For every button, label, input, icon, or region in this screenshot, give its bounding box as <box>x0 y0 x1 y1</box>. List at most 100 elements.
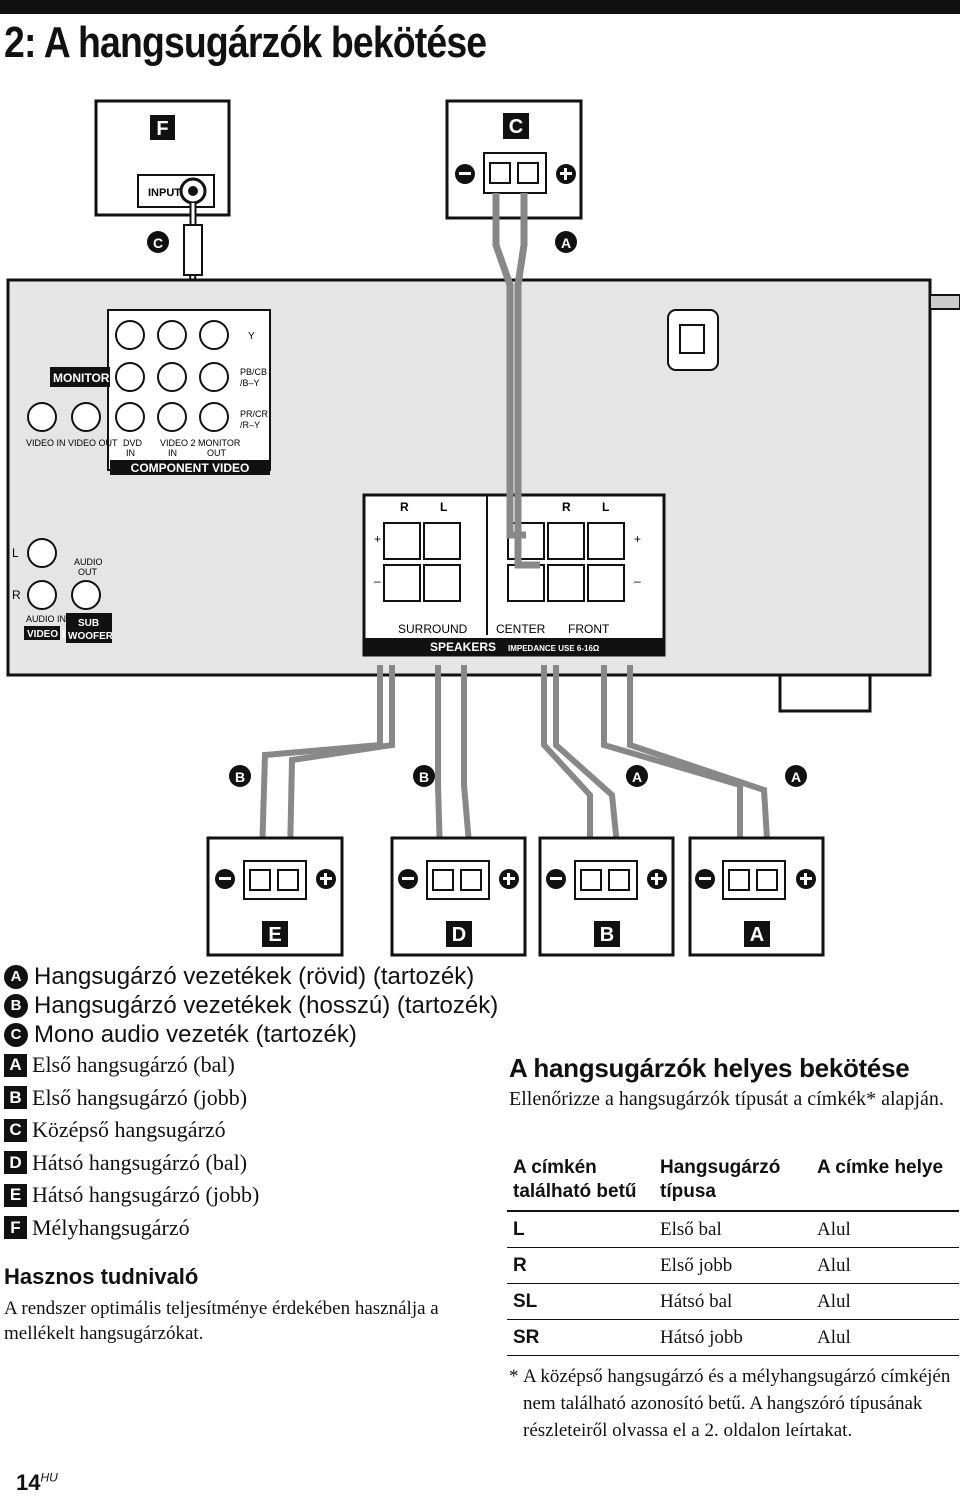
terminal-l-label-2: L <box>602 500 609 514</box>
audio-out-label-2: OUT <box>78 567 98 577</box>
table-row: R Első jobb Alul <box>507 1247 959 1284</box>
cable-labels-row: B B A A <box>229 765 807 787</box>
legend-key: F <box>4 1216 27 1240</box>
minus-label-2: – <box>634 574 641 588</box>
legend-key: B <box>4 993 28 1018</box>
table-row: SR Hátsó jobb Alul <box>507 1319 959 1356</box>
box-letter-a: A <box>750 924 764 946</box>
monitor-out-label-2: OUT <box>207 448 227 458</box>
woofer-label: WOOFER <box>68 631 114 642</box>
page-title: 2: A hangsugárzók bekötése <box>4 18 487 67</box>
hint-text: A rendszer optimális teljesítménye érdek… <box>4 1298 439 1344</box>
box-letter-b: B <box>600 924 614 946</box>
legend-text: Hangsugárzó vezetékek (hosszú) (tartozék… <box>34 991 499 1019</box>
y-label: Y <box>248 331 255 342</box>
legend-cable-a: A Hangsugárzó vezetékek (rövid) (tartozé… <box>4 962 524 991</box>
legend-cable-b: B Hangsugárzó vezetékek (hosszú) (tartoz… <box>4 991 524 1020</box>
speaker-box-b: B <box>538 836 675 957</box>
cable-label-b-2: B <box>419 769 429 785</box>
table-row: L Első bal Alul <box>507 1211 959 1248</box>
audio-in-label: AUDIO IN <box>26 614 66 624</box>
terminal-r-label-1: R <box>400 500 409 514</box>
legend-text: Első hangsugárzó (jobb) <box>32 1084 248 1110</box>
legend-cable-c: C Mono audio vezeték (tartozék) <box>4 1020 524 1049</box>
section-title: A hangsugárzók helyes bekötése <box>509 1053 910 1083</box>
dvd-in-label: IN <box>126 448 135 458</box>
box-letter-f: F <box>156 118 168 140</box>
center-speaker-box: C <box>445 99 583 220</box>
table-cell: Alul <box>811 1211 959 1248</box>
video1-label: VIDEO 1 <box>27 629 67 640</box>
sub-label: SUB <box>78 618 99 629</box>
legend-key: E <box>4 1183 27 1207</box>
dvd-label: DVD <box>123 438 143 448</box>
cable-label-c: C <box>153 235 163 251</box>
legend-speaker-b: B Első hangsugárzó (jobb) <box>4 1082 524 1115</box>
pb-sub-label: /B–Y <box>240 378 260 388</box>
box-letter-d: D <box>452 924 466 946</box>
plus-label-1: + <box>374 532 381 546</box>
table-header: Hangsugárzó típusa <box>654 1152 811 1212</box>
monitor-label: MONITOR <box>53 371 110 385</box>
table-header-row: A címkén található betű Hangsugárzó típu… <box>507 1152 959 1212</box>
table-cell: R <box>507 1247 654 1284</box>
page-number: 14HU <box>16 1470 58 1496</box>
front-label: FRONT <box>568 622 610 636</box>
cable-label-a-2: A <box>791 769 801 785</box>
monitor-out-label-1: MONITOR <box>198 438 241 448</box>
legend-speaker-e: E Hátsó hangsugárzó (jobb) <box>4 1179 524 1212</box>
speaker-box-d: D <box>390 836 527 957</box>
footnote: * A középső hangsugárzó és a mélyhangsug… <box>509 1363 959 1444</box>
legend-speaker-f: F Mélyhangsugárzó <box>4 1212 524 1245</box>
legend: A Hangsugárzó vezetékek (rövid) (tartozé… <box>4 962 524 1244</box>
legend-text: Mélyhangsugárzó <box>32 1214 190 1240</box>
table-cell: L <box>507 1211 654 1248</box>
legend-speaker-c: C Középső hangsugárzó <box>4 1114 524 1147</box>
legend-text: Első hangsugárzó (bal) <box>32 1052 235 1078</box>
terminal-r-label-2: R <box>562 500 571 514</box>
video2-label: VIDEO 2 <box>160 438 196 448</box>
impedance-label: IMPEDANCE USE 6-16Ω <box>508 644 600 653</box>
table-cell: Hátsó jobb <box>654 1319 811 1356</box>
table-header: A címke helye <box>811 1152 959 1212</box>
input-label: INPUT <box>148 187 181 199</box>
speaker-label-table: A címkén található betű Hangsugárzó típu… <box>507 1152 959 1356</box>
video2-in-label: IN <box>168 448 177 458</box>
speaker-cables <box>259 665 771 856</box>
receiver-back-panel: COMPONENT VIDEO MONITOR Y PB/CB /B–Y PR/… <box>6 278 960 713</box>
table-cell: Első jobb <box>654 1247 811 1284</box>
hint-title: Hasznos tudnivaló <box>4 1264 199 1289</box>
speakers-label: SPEAKERS <box>430 640 496 654</box>
legend-key: D <box>4 1151 27 1175</box>
legend-key: A <box>4 964 28 989</box>
video-in-label: VIDEO IN <box>26 438 66 448</box>
page-number-suffix: HU <box>40 1470 58 1485</box>
pr-label: PR/CR <box>240 409 269 419</box>
surround-label: SURROUND <box>398 622 468 636</box>
speaker-box-e: E <box>206 836 344 957</box>
terminal-l-label-1: L <box>440 500 447 514</box>
component-video-label: COMPONENT VIDEO <box>131 461 250 475</box>
legend-text: Hangsugárzó vezetékek (rövid) (tartozék) <box>34 962 475 990</box>
legend-text: Mono audio vezeték (tartozék) <box>34 1020 357 1048</box>
legend-text: Hátsó hangsugárzó (bal) <box>32 1149 248 1175</box>
table-row: SL Hátsó bal Alul <box>507 1283 959 1320</box>
cable-label-a-center: A <box>561 235 571 251</box>
box-letter-e: E <box>268 924 281 946</box>
speaker-box-a: A <box>688 836 825 957</box>
table-cell: Alul <box>811 1319 959 1356</box>
legend-text: Középső hangsugárzó <box>32 1117 226 1143</box>
section-intro: Ellenőrizze a hangsugárzók típusát a cím… <box>509 1088 944 1110</box>
minus-label-1: – <box>374 574 381 588</box>
legend-speaker-d: D Hátsó hangsugárzó (bal) <box>4 1147 524 1180</box>
page-number-value: 14 <box>16 1470 41 1495</box>
video-out-label: VIDEO OUT <box>68 438 118 448</box>
box-letter-c: C <box>509 116 523 138</box>
legend-key: C <box>4 1022 28 1047</box>
cable-label-a-1: A <box>632 769 642 785</box>
cable-label-b-1: B <box>235 769 245 785</box>
legend-speaker-a: A Első hangsugárzó (bal) <box>4 1049 524 1082</box>
speaker-connection-diagram: F INPUT C C A COMPONENT VIDEO <box>6 99 960 957</box>
top-rule <box>0 0 960 14</box>
table-cell: SL <box>507 1283 654 1320</box>
